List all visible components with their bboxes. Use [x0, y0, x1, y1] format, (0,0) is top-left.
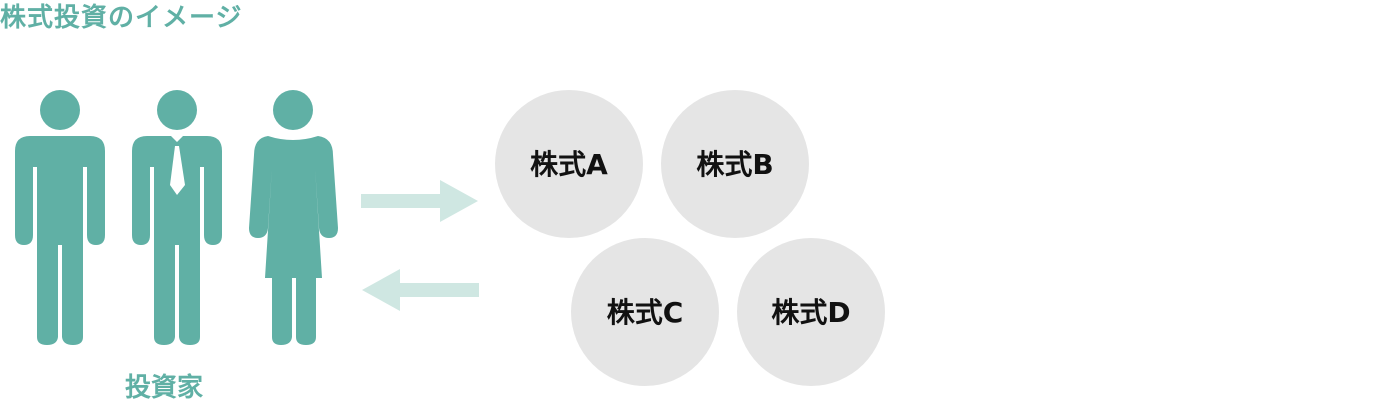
stock-d: 株式D — [737, 238, 885, 386]
investors-label: 投資家 — [125, 373, 204, 403]
diagram-title: 株式投資のイメージ — [0, 3, 243, 33]
stock-b: 株式B — [661, 90, 809, 238]
stock-a-label: 株式A — [530, 148, 608, 181]
businessman-icon — [132, 90, 222, 345]
stock-c: 株式C — [571, 238, 719, 386]
stock-d-label: 株式D — [771, 296, 850, 329]
man-icon — [15, 90, 105, 345]
stock-b-label: 株式B — [696, 148, 773, 181]
arrow-right-icon — [361, 180, 478, 222]
stock-a: 株式A — [495, 90, 643, 238]
arrow-left-icon — [362, 269, 479, 311]
woman-icon — [249, 90, 338, 345]
stock-c-label: 株式C — [607, 296, 684, 329]
